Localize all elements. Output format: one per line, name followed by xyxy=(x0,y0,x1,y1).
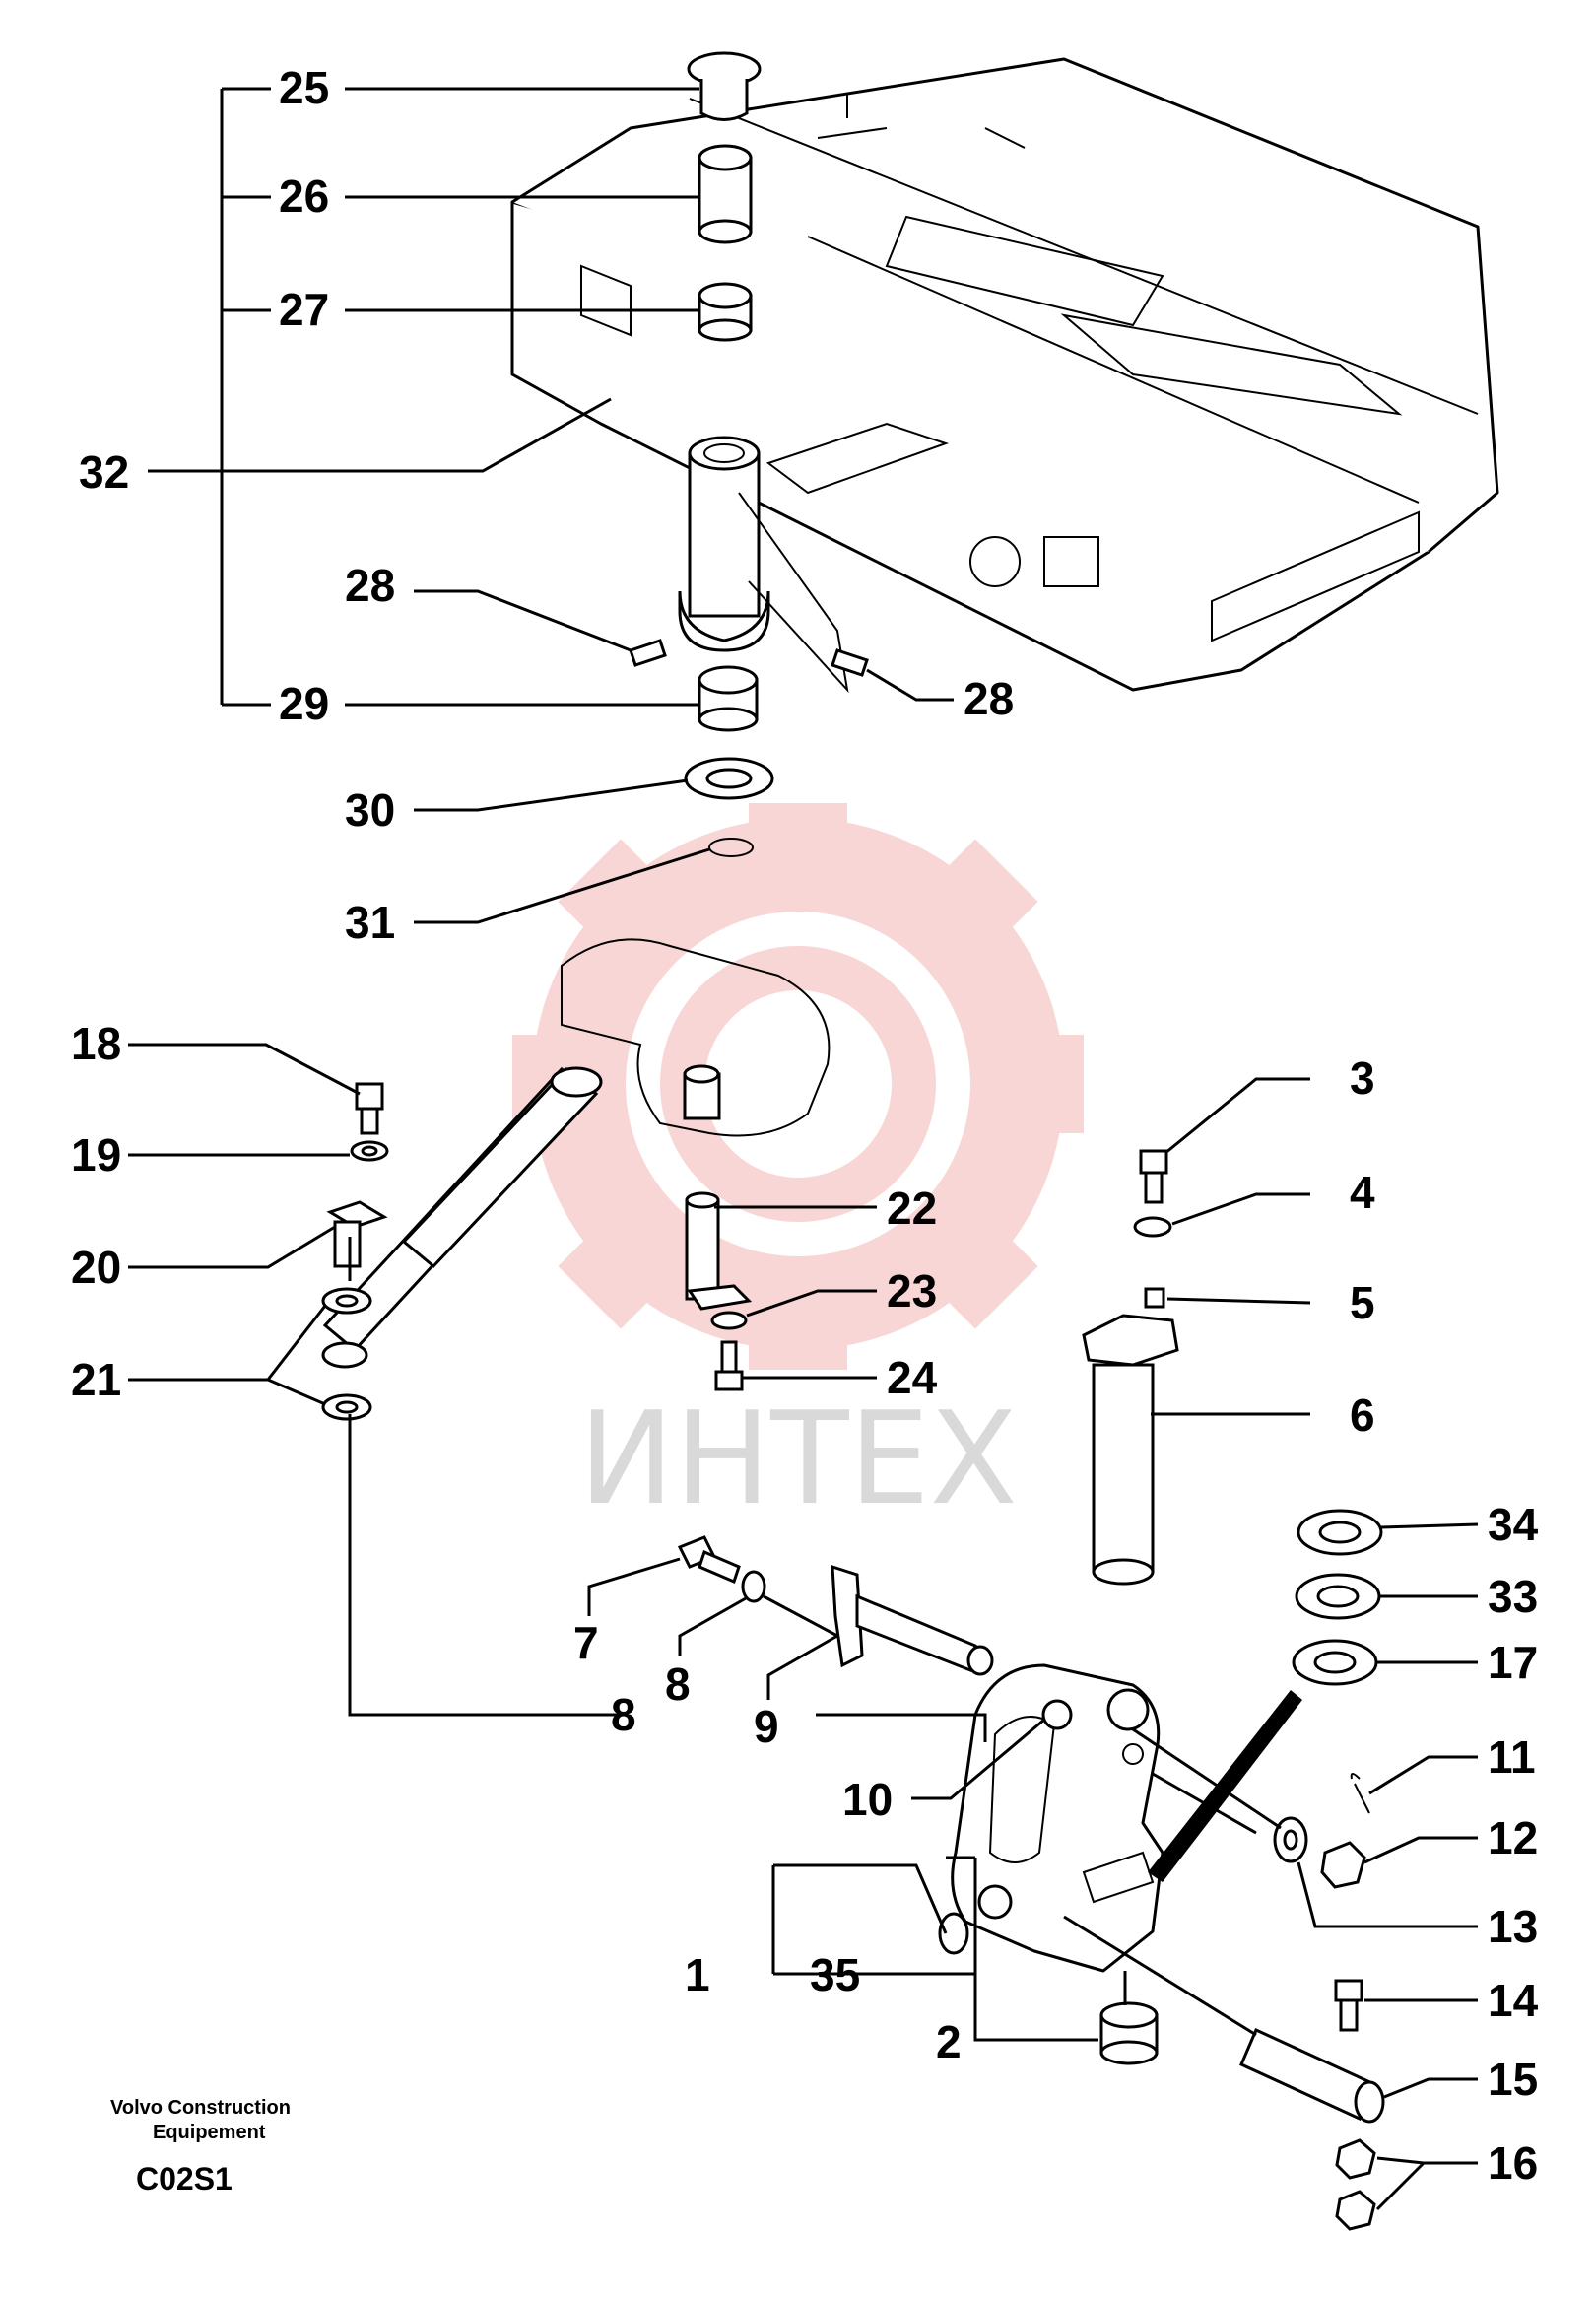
pin-6 xyxy=(1082,1314,1179,1586)
callout-17: 17 xyxy=(1488,1637,1538,1688)
callout-34: 34 xyxy=(1488,1499,1539,1550)
callout-27: 27 xyxy=(279,284,329,335)
callout-6: 6 xyxy=(1350,1389,1375,1441)
callout-19: 19 xyxy=(71,1129,121,1181)
company-name-line2: Equipement xyxy=(153,2122,266,2143)
callout-2: 2 xyxy=(936,2016,962,2067)
callout-33: 33 xyxy=(1488,1571,1538,1622)
split-pin-11 xyxy=(1350,1773,1370,1814)
callout-7: 7 xyxy=(573,1617,599,1668)
callout-23: 23 xyxy=(887,1265,937,1317)
callout-labels: 25 26 27 32 28 28 29 30 31 18 19 20 21 2… xyxy=(71,62,1539,2189)
grease-nipple-28-right xyxy=(831,648,869,677)
callout-8-right: 8 xyxy=(665,1658,691,1710)
callout-16: 16 xyxy=(1488,2137,1538,2189)
pin-22 xyxy=(685,1191,753,1311)
washer-4 xyxy=(1133,1216,1172,1238)
circlip-31 xyxy=(708,838,754,857)
nut-16-upper xyxy=(1335,2138,1376,2180)
washer-21-upper xyxy=(321,1287,372,1315)
callout-28-right: 28 xyxy=(964,673,1014,724)
callout-11: 11 xyxy=(1488,1731,1536,1783)
footer: Volvo Construction Equipement C02S1 xyxy=(110,2097,291,2197)
cylinder-mount-bracket xyxy=(561,938,831,1137)
washer-23 xyxy=(710,1311,748,1330)
callout-22: 22 xyxy=(887,1183,937,1234)
callout-26: 26 xyxy=(279,170,329,222)
washer-19 xyxy=(350,1140,389,1162)
callout-31: 31 xyxy=(345,897,395,948)
washer-17 xyxy=(1292,1639,1378,1686)
drawing-code: C02S1 xyxy=(136,2161,233,2197)
callout-3: 3 xyxy=(1350,1052,1375,1104)
callout-8-left: 8 xyxy=(611,1689,636,1740)
callout-14: 14 xyxy=(1488,1975,1539,2026)
washer-33 xyxy=(1295,1573,1381,1620)
callout-13: 13 xyxy=(1488,1901,1538,1952)
bolt-3 xyxy=(1139,1149,1168,1204)
swing-bracket-1 xyxy=(951,1663,1164,1973)
callout-1: 1 xyxy=(685,1949,710,2000)
nut-12 xyxy=(1320,1841,1366,1889)
leader-lines xyxy=(128,87,1479,2211)
nut-16-lower xyxy=(1335,2190,1376,2231)
callout-9: 9 xyxy=(754,1701,779,1752)
callout-28-left: 28 xyxy=(345,560,395,611)
pin-20 xyxy=(326,1200,388,1268)
bushing-25 xyxy=(687,51,762,121)
pin-15 xyxy=(1239,2027,1385,2124)
bushing-2 xyxy=(1099,2001,1159,2065)
washer-21-lower xyxy=(321,1393,372,1421)
callout-35: 35 xyxy=(810,1949,860,2000)
bolt-14 xyxy=(1334,1979,1363,2032)
washer-8 xyxy=(741,1570,766,1603)
watermark-gear-logo xyxy=(512,803,1084,1370)
callout-24: 24 xyxy=(887,1352,938,1403)
callout-32: 32 xyxy=(79,446,129,498)
pin-9 xyxy=(831,1564,994,1676)
callout-12: 12 xyxy=(1488,1812,1538,1863)
watermark-text: ИНТЕХ xyxy=(578,1384,1018,1533)
bolt-24 xyxy=(714,1340,744,1391)
callout-21: 21 xyxy=(71,1354,121,1405)
grease-nipple-28-left xyxy=(629,639,667,667)
callout-18: 18 xyxy=(71,1018,121,1069)
bushing-26 xyxy=(698,144,753,244)
callout-20: 20 xyxy=(71,1242,121,1293)
washer-30 xyxy=(684,757,774,800)
bolt-18 xyxy=(355,1082,384,1135)
chassis-frame xyxy=(510,57,1499,692)
washer-13 xyxy=(1273,1816,1308,1863)
bushing-27 xyxy=(698,282,753,342)
swing-cylinder xyxy=(321,1066,603,1369)
callout-5: 5 xyxy=(1350,1277,1375,1328)
callout-10: 10 xyxy=(842,1774,893,1825)
bushing-29 xyxy=(698,665,759,732)
callout-15: 15 xyxy=(1488,2054,1538,2105)
callout-29: 29 xyxy=(279,678,329,729)
callout-25: 25 xyxy=(279,62,329,113)
bolt-7 xyxy=(677,1535,741,1585)
callout-30: 30 xyxy=(345,784,395,836)
sleeve-5 xyxy=(1144,1287,1165,1309)
callout-4: 4 xyxy=(1350,1167,1375,1218)
company-name-line1: Volvo Construction xyxy=(110,2097,291,2119)
washer-35 xyxy=(938,1912,969,1955)
washer-34 xyxy=(1297,1509,1383,1556)
direction-arrow xyxy=(1148,1690,1302,1882)
